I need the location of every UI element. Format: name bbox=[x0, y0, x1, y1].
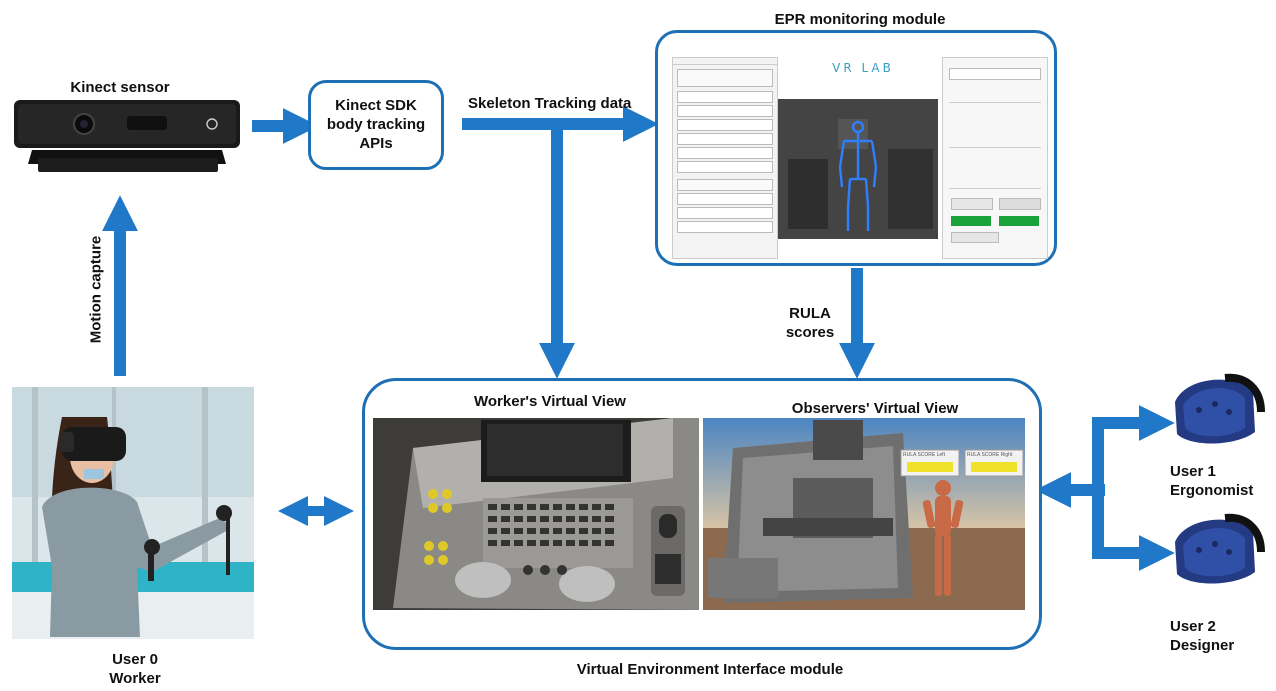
motion-capture-label: Motion capture bbox=[87, 235, 105, 344]
skeleton-tracking-label: Skeleton Tracking data bbox=[468, 95, 632, 112]
kinect-sdk-box: Kinect SDK body tracking APIs bbox=[308, 80, 444, 170]
avatar-figure bbox=[922, 480, 964, 596]
user2-headset bbox=[1165, 512, 1265, 592]
sdk-label-line2: body tracking bbox=[326, 116, 426, 133]
epr-score-right bbox=[999, 216, 1039, 226]
epr-camera-view bbox=[778, 99, 938, 239]
sdk-label-line1: Kinect SDK bbox=[335, 97, 417, 114]
rula-score-right-panel: RULA SCORE Right bbox=[967, 452, 1013, 458]
user0-label: User 0 Worker bbox=[109, 651, 161, 687]
worker-view-render bbox=[373, 418, 699, 610]
skeleton-figure bbox=[838, 120, 878, 231]
sdk-label-line3: APIs bbox=[359, 135, 393, 152]
user1-label: User 1 Ergonomist bbox=[1170, 463, 1254, 499]
rula-scores-label: RULA scores bbox=[785, 305, 835, 341]
epr-logo: VR LAB bbox=[832, 61, 894, 75]
epr-score-left bbox=[951, 216, 991, 226]
rula-score-left-panel: RULA SCORE Left bbox=[903, 452, 945, 458]
epr-settings-panel bbox=[672, 57, 778, 259]
epr-module-box: VR LAB bbox=[655, 30, 1057, 266]
epr-module-label: EPR monitoring module bbox=[774, 11, 946, 28]
user2-label: User 2 Designer bbox=[1170, 618, 1235, 654]
epr-status-panel bbox=[942, 57, 1048, 259]
user1-headset bbox=[1165, 372, 1265, 452]
kinect-sensor-image bbox=[12, 98, 244, 178]
vei-module-label: Virtual Environment Interface module bbox=[576, 661, 844, 678]
observer-view-render: RULA SCORE Left RULA SCORE Right bbox=[703, 418, 1025, 610]
worker-photo bbox=[12, 387, 254, 639]
kinect-sensor-label: Kinect sensor bbox=[70, 79, 170, 96]
observer-view-label: Observers' Virtual View bbox=[791, 400, 959, 417]
worker-view-label: Worker's Virtual View bbox=[474, 393, 626, 410]
